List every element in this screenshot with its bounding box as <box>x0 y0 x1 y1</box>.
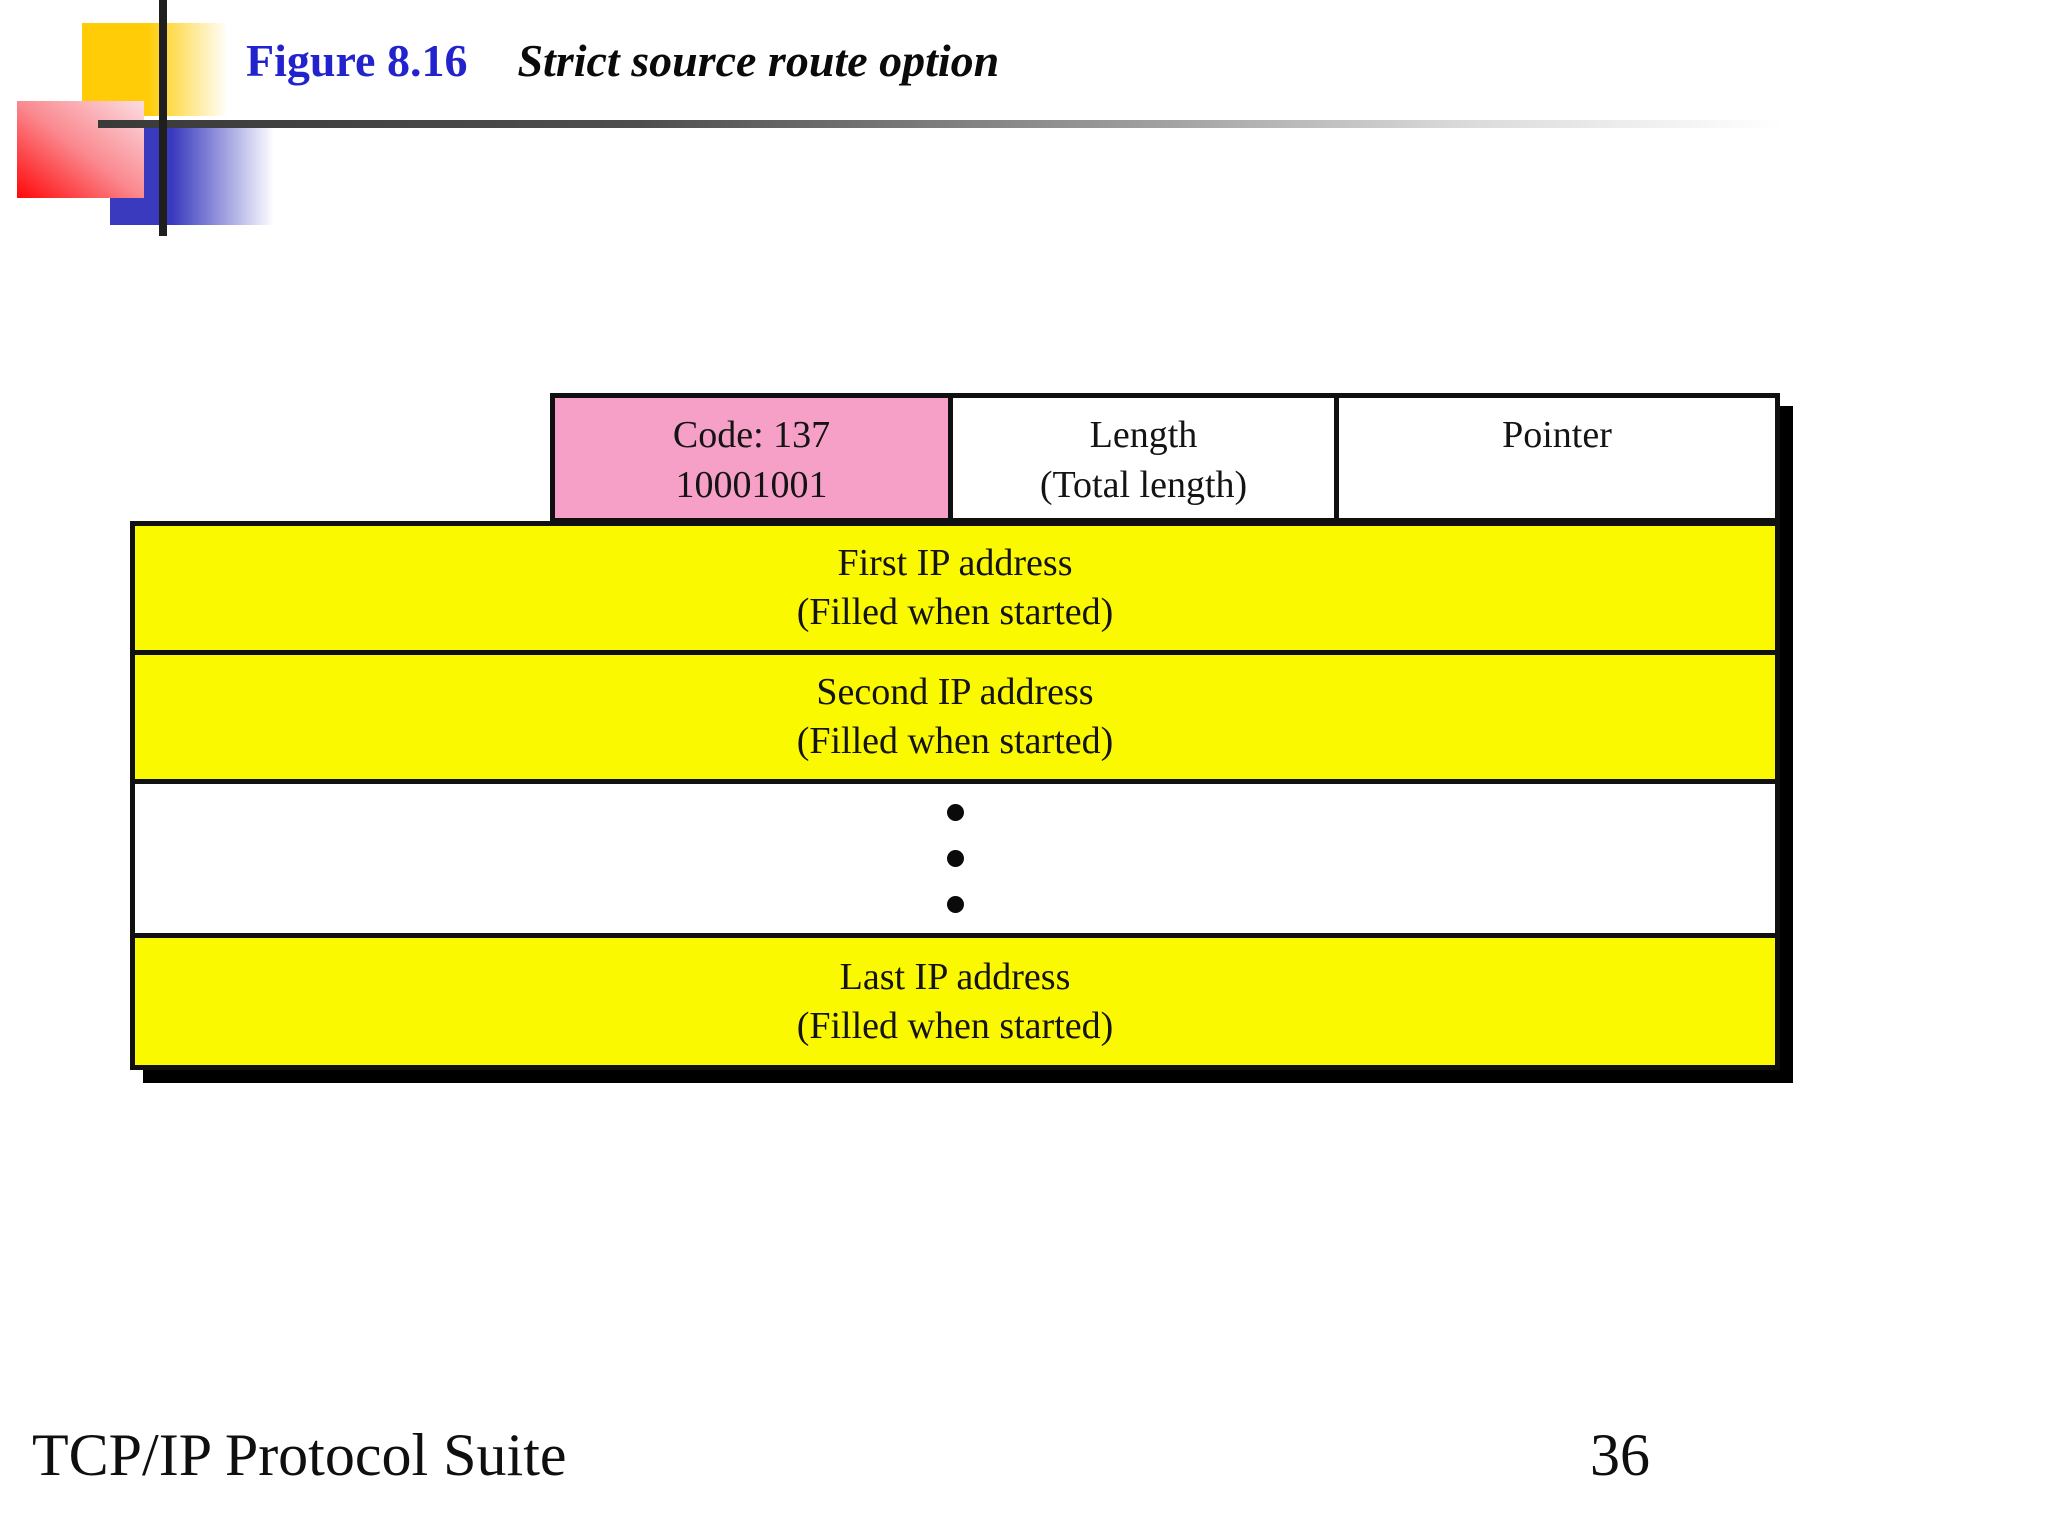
ellipsis-dot <box>946 850 964 867</box>
length-label: Length <box>1089 414 1198 456</box>
figure-label: Figure 8.16 <box>246 35 468 86</box>
figure-title: Strict source route option <box>517 35 1000 86</box>
address-block: First IP address (Filled when started) S… <box>130 521 1780 1070</box>
corner-gold-square <box>82 23 228 116</box>
page-number: 36 <box>1590 1422 1650 1488</box>
first-ip-line1: First IP address <box>837 542 1073 584</box>
code-value: Code: 137 <box>672 414 831 456</box>
second-ip-row: Second IP address (Filled when started) <box>135 655 1775 784</box>
footer-book-title: TCP/IP Protocol Suite <box>32 1422 567 1488</box>
first-ip-line2: (Filled when started) <box>796 591 1114 633</box>
code-binary: 10001001 <box>675 464 828 506</box>
second-ip-line1: Second IP address <box>816 671 1094 713</box>
pointer-cell: Pointer <box>1339 398 1775 518</box>
slide-title: Figure 8.16 Strict source route option <box>246 34 999 87</box>
last-ip-line2: (Filled when started) <box>796 1004 1114 1047</box>
first-ip-row: First IP address (Filled when started) <box>135 526 1775 655</box>
corner-red-square <box>17 101 144 198</box>
last-ip-row: Last IP address (Filled when started) <box>135 938 1775 1065</box>
option-header-row: Code: 137 10001001 Length (Total length)… <box>550 393 1780 523</box>
length-cell: Length (Total length) <box>953 398 1339 518</box>
header-vertical-line <box>159 0 167 236</box>
ellipsis-row <box>135 784 1775 938</box>
ellipsis-dot <box>946 804 964 821</box>
ellipsis-dot <box>946 896 964 913</box>
length-sublabel: (Total length) <box>1039 464 1248 506</box>
pointer-label: Pointer <box>1502 414 1612 456</box>
last-ip-line1: Last IP address <box>839 955 1071 998</box>
header-rule <box>98 120 1908 128</box>
second-ip-line2: (Filled when started) <box>796 720 1114 762</box>
code-cell: Code: 137 10001001 <box>555 398 953 518</box>
